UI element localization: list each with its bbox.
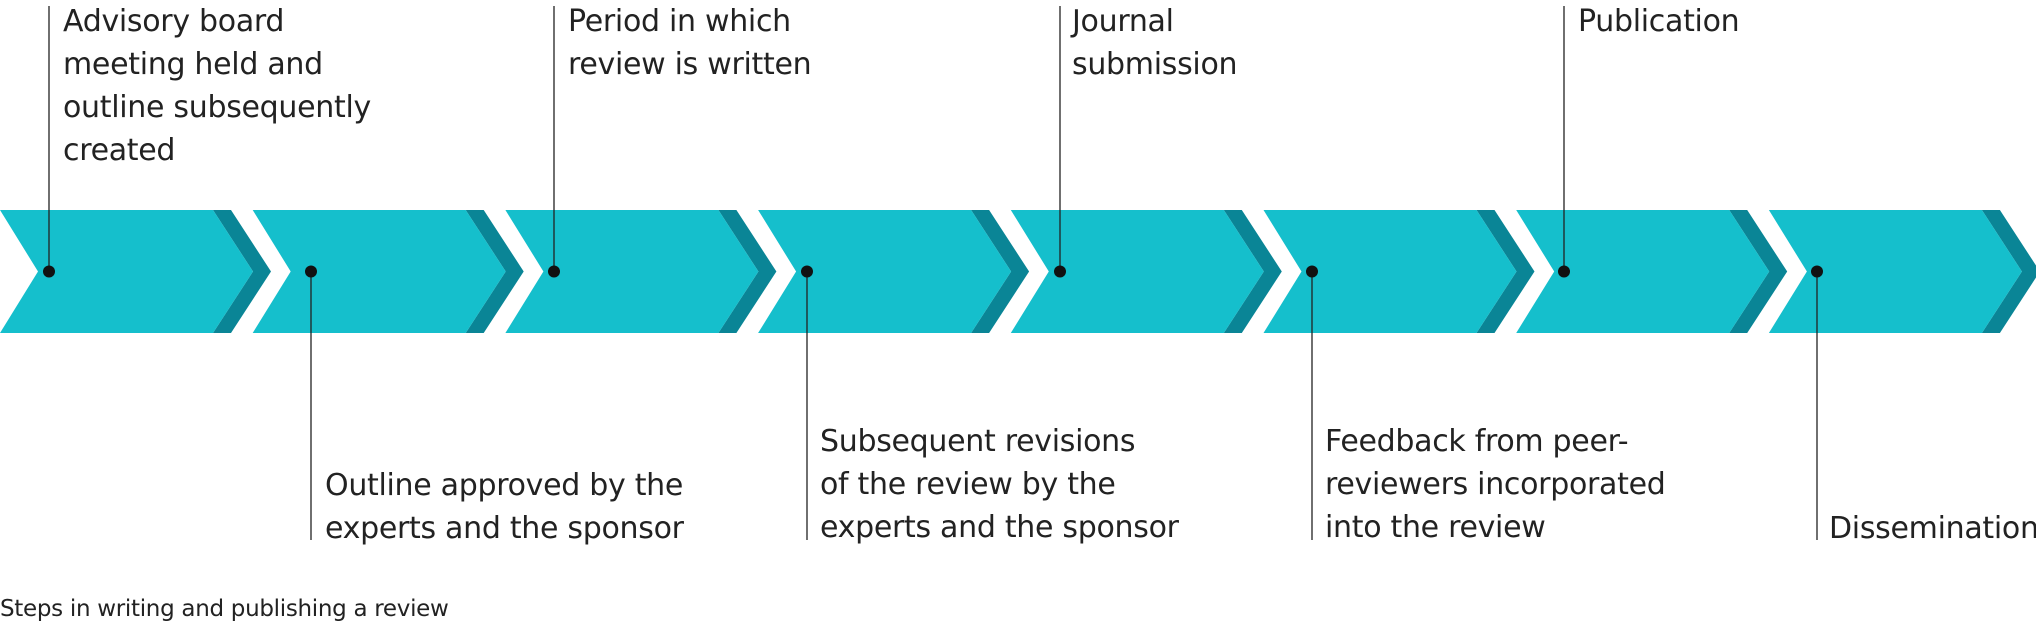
- chevron-2: [252, 210, 506, 333]
- chevron-6: [1263, 210, 1517, 333]
- step-dot-1: [43, 265, 55, 278]
- chevron-shadow-3: [718, 210, 777, 333]
- chevron-5: [1010, 210, 1264, 333]
- figure-caption: Steps in writing and publishing a review: [0, 596, 449, 622]
- step-dot-4: [801, 265, 813, 278]
- chevron-shadow-5: [1223, 210, 1282, 333]
- chevron-row: [0, 210, 2036, 333]
- chevron-1: [0, 210, 253, 333]
- chevron-shadow-4: [971, 210, 1030, 333]
- step-label-2: Outline approved by the experts and the …: [325, 468, 684, 546]
- chevron-4: [758, 210, 1012, 333]
- step-dot-5: [1054, 265, 1066, 278]
- chevron-3: [505, 210, 759, 333]
- chevron-shadow-8: [1981, 210, 2036, 333]
- step-label-6: Feedback from peer- reviewers incorporat…: [1325, 424, 1666, 545]
- step-label-8: Dissemination: [1829, 511, 2036, 546]
- step-dot-6: [1306, 265, 1318, 278]
- step-label-1: Advisory board meeting held and outline …: [63, 4, 371, 168]
- step-label-5: Journal submission: [1072, 4, 1238, 82]
- step-label-7: Publication: [1578, 4, 1740, 39]
- step-dot-3: [548, 265, 560, 278]
- step-label-4: Subsequent revisions of the review by th…: [820, 424, 1179, 545]
- chevron-7: [1516, 210, 1770, 333]
- chevron-8: [1768, 210, 2022, 333]
- step-dots: [43, 265, 1823, 278]
- chevron-shadow-2: [465, 210, 524, 333]
- step-dot-2: [305, 265, 317, 278]
- chevron-shadow-1: [213, 210, 271, 333]
- chevron-shadow-6: [1476, 210, 1535, 333]
- step-dot-8: [1811, 265, 1823, 278]
- step-label-3: Period in which review is written: [568, 4, 812, 82]
- connector-lines: [48, 6, 1818, 540]
- chevron-shadow-7: [1729, 210, 1788, 333]
- step-dot-7: [1558, 265, 1570, 278]
